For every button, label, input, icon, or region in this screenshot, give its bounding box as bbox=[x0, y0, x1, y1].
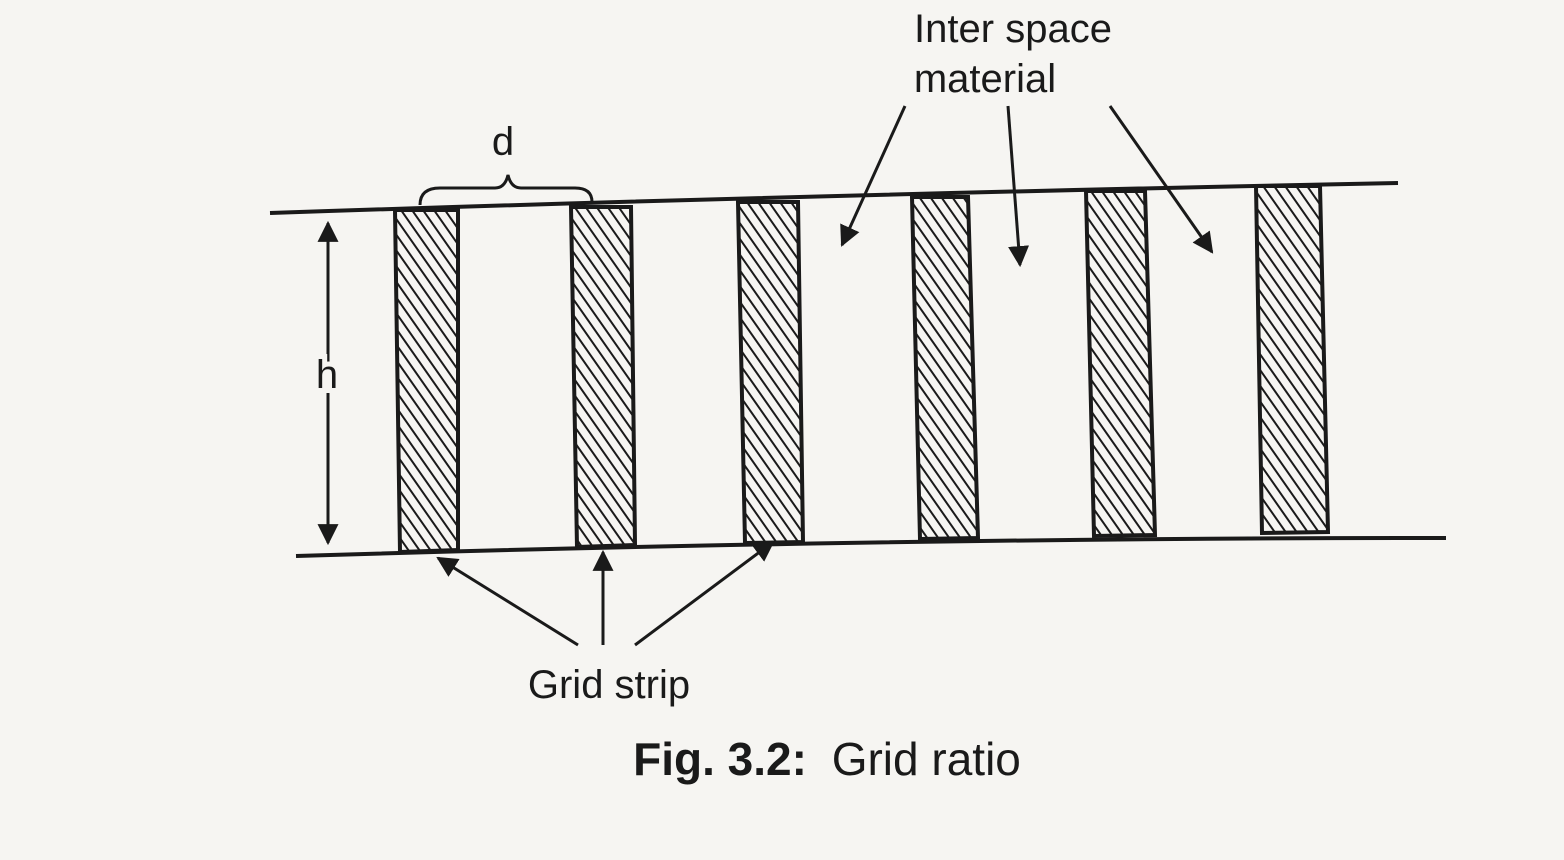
d-label: d bbox=[492, 120, 514, 164]
grid-strip-6 bbox=[1253, 184, 1331, 536]
inter-space-arrow-left bbox=[840, 105, 907, 247]
caption-prefix: Fig. 3.2: bbox=[633, 733, 807, 785]
grid-strip-3 bbox=[735, 200, 806, 546]
grid-strip-arrows bbox=[436, 540, 775, 647]
inter-space-label-line1: Inter space bbox=[914, 7, 1112, 51]
inter-space-arrow-right bbox=[1108, 105, 1214, 254]
grid-strip-arrow-left bbox=[436, 556, 579, 647]
grid-strip-4 bbox=[909, 195, 981, 542]
figure-caption: Fig. 3.2: Grid ratio bbox=[633, 733, 1021, 785]
grid-strip-label: Grid strip bbox=[528, 663, 690, 707]
inter-space-arrows bbox=[840, 105, 1214, 268]
h-label: h bbox=[316, 353, 338, 397]
grid-strip-5 bbox=[1083, 189, 1158, 539]
grid-strips bbox=[392, 184, 1331, 555]
inter-space-arrow-middle bbox=[1006, 105, 1030, 268]
caption-text: Grid ratio bbox=[832, 733, 1021, 785]
grid-strip-2 bbox=[568, 205, 638, 550]
top-boundary-line bbox=[269, 181, 1399, 215]
grid-strip-arrow-right bbox=[634, 540, 775, 647]
grid-strip-1 bbox=[392, 208, 460, 555]
inter-space-label-line2: material bbox=[914, 57, 1056, 101]
d-brace bbox=[418, 174, 594, 206]
bottom-boundary-line bbox=[295, 536, 1447, 558]
